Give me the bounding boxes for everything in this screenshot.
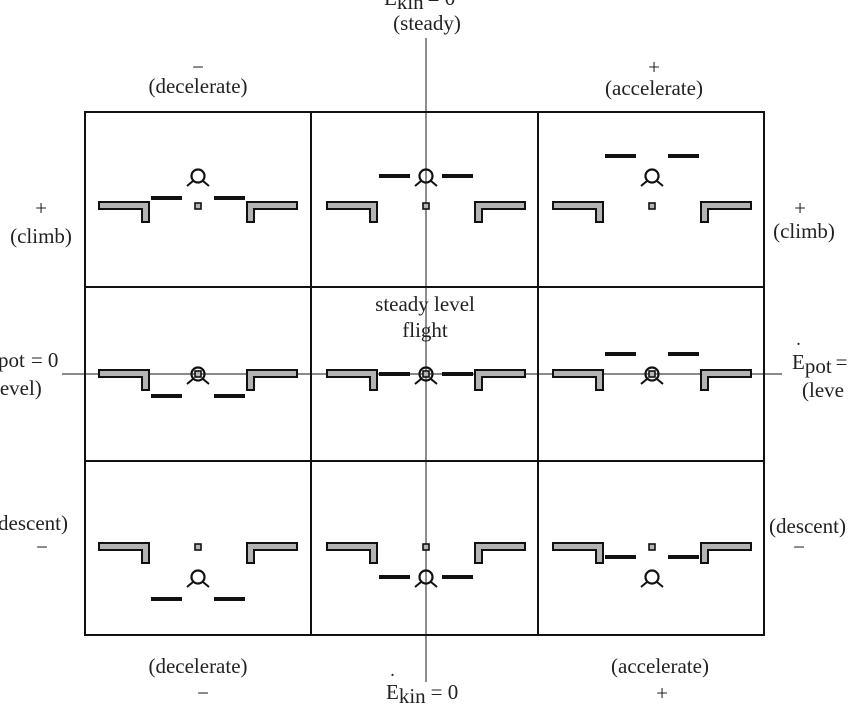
cell-climb-steady [326, 168, 526, 223]
right-wing-marker [700, 201, 752, 223]
center-dot [422, 543, 430, 551]
flight-path-marker [418, 168, 434, 184]
bottom-axis-dot: ˙ [389, 669, 396, 693]
top-left-sign: − [192, 55, 204, 79]
cell-descent-decelerate [98, 542, 298, 601]
cell-climb-decelerate [98, 168, 298, 223]
left-bottom-label: descent) [0, 511, 68, 535]
center-label-line-1: steady level [375, 292, 475, 316]
left-wing-marker [326, 542, 378, 564]
right-wing-marker [246, 201, 298, 223]
grid-border [84, 111, 765, 636]
center-dot [194, 370, 202, 378]
flight-path-marker [418, 569, 434, 585]
center-dot [194, 543, 202, 551]
cell-level-steady [326, 366, 526, 391]
bottom-right-sign: + [656, 681, 668, 705]
bottom-axis-label: Ekin= 0 [386, 680, 458, 708]
left-axis-qualifier: level) [0, 376, 42, 400]
right-wing-marker [474, 201, 526, 223]
right-wing-marker [700, 542, 752, 564]
center-label-line-2: flight [402, 318, 448, 342]
left-wing-marker [98, 369, 150, 391]
center-dot [422, 370, 430, 378]
flight-path-marker-legs [640, 378, 664, 385]
right-axis-label: Epot= [792, 350, 848, 378]
center-dot [194, 202, 202, 210]
top-right-sign: + [648, 55, 660, 79]
right-bottom-sign: − [793, 535, 805, 559]
flight-path-marker [190, 168, 206, 184]
flight-path-marker [190, 569, 206, 585]
right-top-label: (climb) [773, 219, 835, 243]
right-top-sign: + [794, 196, 806, 220]
right-axis-qualifier: (leve [802, 378, 844, 402]
cell-level-accelerate [552, 352, 752, 391]
left-wing-marker [552, 369, 604, 391]
flight-path-marker-legs [414, 581, 438, 588]
cell-descent-steady [326, 542, 526, 588]
left-wing-marker [552, 542, 604, 564]
flight-path-marker [644, 168, 660, 184]
left-axis-label: pot= 0 [0, 348, 58, 372]
cell-climb-accelerate [552, 154, 752, 223]
right-bottom-label: (descent) [769, 514, 846, 538]
right-wing-marker [246, 369, 298, 391]
flight-path-marker [644, 569, 660, 585]
left-bottom-sign: − [36, 535, 48, 559]
top-right-label: (accelerate) [605, 76, 703, 100]
cell-level-decelerate [98, 366, 298, 398]
cells [98, 154, 752, 601]
flight-path-marker-legs [640, 581, 664, 588]
right-wing-marker [474, 542, 526, 564]
top-axis-label: Ekin= 0 [384, 0, 455, 14]
right-wing-marker [246, 542, 298, 564]
right-wing-marker [474, 369, 526, 391]
left-wing-marker [326, 201, 378, 223]
bottom-left-sign: − [197, 681, 209, 705]
flight-path-marker-legs [640, 180, 664, 187]
left-wing-marker [326, 369, 378, 391]
flight-path-marker [190, 366, 206, 382]
center-dot [648, 370, 656, 378]
left-wing-marker [98, 201, 150, 223]
cell-descent-accelerate [552, 542, 752, 588]
left-wing-marker [98, 542, 150, 564]
center-dot [422, 202, 430, 210]
center-dot [648, 202, 656, 210]
right-axis-dot: ˙ [795, 338, 802, 362]
left-wing-marker [552, 201, 604, 223]
flight-path-marker [418, 366, 434, 382]
bottom-right-label: (accelerate) [611, 654, 709, 678]
flight-path-marker-legs [414, 378, 438, 385]
center-dot [648, 543, 656, 551]
flight-path-marker [644, 366, 660, 382]
flight-path-marker-legs [414, 180, 438, 187]
flight-path-marker-legs [186, 581, 210, 588]
bottom-left-label: (decelerate) [148, 654, 247, 678]
right-wing-marker [700, 369, 752, 391]
top-left-label: (decelerate) [148, 74, 247, 98]
grid [84, 111, 765, 636]
left-top-sign: + [35, 196, 47, 220]
top-axis-qualifier: (steady) [393, 11, 461, 35]
left-top-label: (climb) [10, 224, 72, 248]
flight-path-marker-legs [186, 378, 210, 385]
flight-path-marker-legs [186, 180, 210, 187]
